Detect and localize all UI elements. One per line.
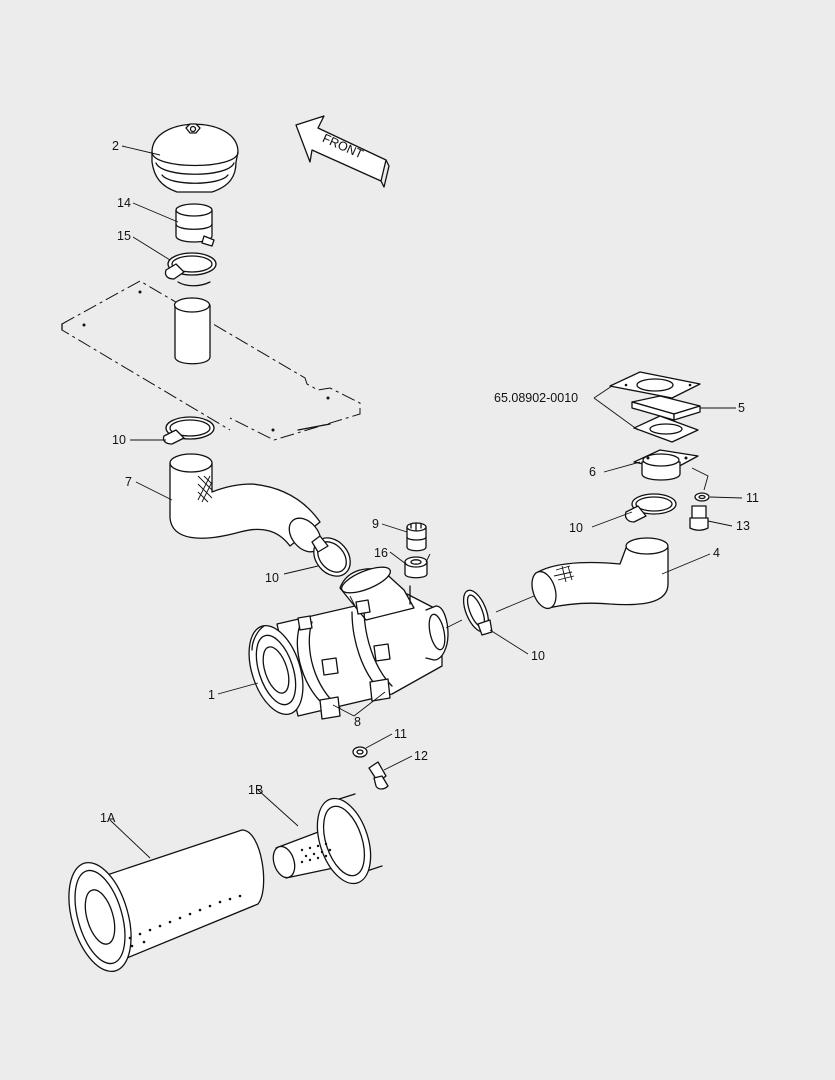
leader-lines <box>109 145 743 859</box>
callout-14: 14 <box>117 196 131 210</box>
front-direction-arrow: FRONT <box>295 115 390 188</box>
bolt-12 <box>368 761 389 790</box>
bolt-13 <box>689 505 709 531</box>
callout-12: 12 <box>414 749 428 763</box>
element-perforations <box>128 894 242 948</box>
hose-clamp-10-upper <box>162 416 215 445</box>
elbow-flange-6 <box>633 449 699 481</box>
filter-perforations <box>300 842 332 864</box>
callout-11-upper: 11 <box>746 491 759 505</box>
callout-10-middle: 10 <box>265 571 279 585</box>
callout-6: 6 <box>589 465 596 479</box>
callout-8: 8 <box>354 715 361 729</box>
pre-cleaner-cap <box>151 123 239 193</box>
callout-part-number: 65.08902-0010 <box>494 391 578 405</box>
hose-mesh-pattern <box>197 475 213 503</box>
hose-clamp-10-right <box>624 493 677 523</box>
callout-1: 1 <box>208 688 215 702</box>
gasket-upper <box>609 371 701 399</box>
callout-15: 15 <box>117 229 131 243</box>
elbow-hose-7 <box>169 453 322 553</box>
callout-16: 16 <box>374 546 388 560</box>
callout-10-outlet: 10 <box>531 649 545 663</box>
cap-adapter <box>175 203 215 247</box>
mounting-band-right <box>351 599 393 702</box>
callout-2: 2 <box>112 139 119 153</box>
intake-pipe <box>173 297 211 365</box>
main-filter-element <box>68 829 265 973</box>
hose-clamp-10-middle <box>311 535 351 577</box>
indicator-adapter <box>404 556 428 579</box>
mounting-band-left <box>296 615 341 720</box>
callout-5: 5 <box>738 401 745 415</box>
callout-10-upper: 10 <box>112 433 126 447</box>
callout-10-right: 10 <box>569 521 583 535</box>
callout-7: 7 <box>125 475 132 489</box>
callout-1A: 1A <box>100 811 116 825</box>
air-cleaner-housing <box>248 566 449 717</box>
gasket-lower <box>633 415 699 443</box>
service-indicator <box>406 522 427 552</box>
callout-1B: 1B <box>248 783 263 797</box>
outlet-hose-4 <box>531 537 669 610</box>
callout-13: 13 <box>736 519 750 533</box>
washer-11-lower <box>352 746 368 758</box>
filter-pad-5 <box>631 395 701 421</box>
callout-9: 9 <box>372 517 379 531</box>
callout-labels: 2 14 15 10 7 10 9 16 1 8 11 12 10 4 10 6… <box>100 139 759 825</box>
washer-11-upper <box>694 492 710 502</box>
callout-11-lower: 11 <box>394 727 407 741</box>
hose-clamp-15 <box>164 252 217 287</box>
hood-panel-outline <box>61 280 361 441</box>
callout-4: 4 <box>713 546 720 560</box>
safety-filter-element <box>272 793 383 885</box>
hose-clamp-10-outlet <box>462 589 493 636</box>
